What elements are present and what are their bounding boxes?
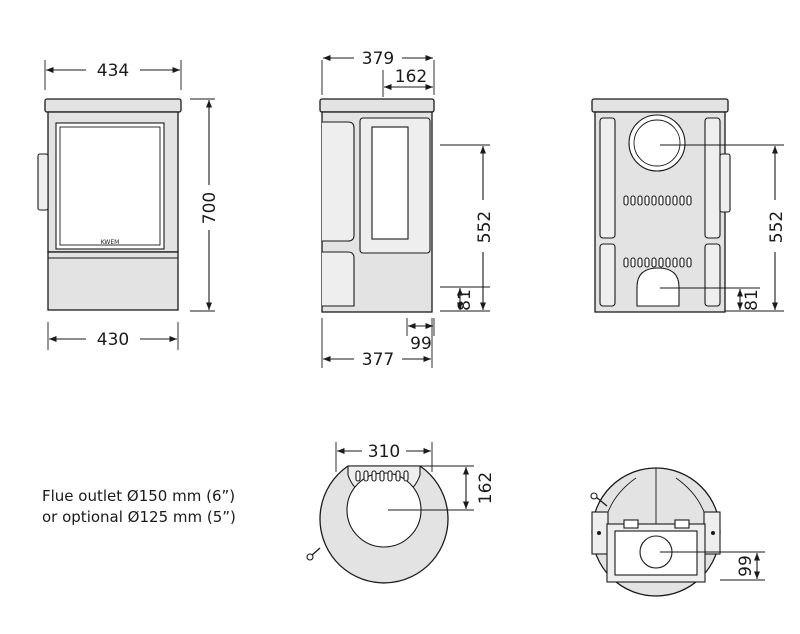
side-flue-height-label: 552	[475, 211, 495, 243]
flue-outlet-note: Flue outlet Ø150 mm (6”) or optional Ø12…	[42, 486, 236, 528]
bottom-view: 99	[590, 467, 765, 597]
top-width-label: 310	[368, 442, 400, 462]
flue-outlet-note-line1: Flue outlet Ø150 mm (6”)	[42, 487, 236, 505]
flue-outlet-note-line2: or optional Ø125 mm (5”)	[42, 508, 236, 526]
side-view: 379 162 552 81 99 377	[319, 49, 495, 370]
top-flue-offset-label: 162	[476, 472, 496, 504]
back-vent-slots-upper	[623, 195, 692, 206]
back-vent-slots-lower	[623, 257, 692, 268]
top-vent-slots	[355, 470, 409, 482]
front-view: KWEM 434 430 700	[37, 60, 220, 350]
back-flue-height-label: 552	[767, 211, 787, 243]
front-height-label: 700	[200, 192, 220, 224]
front-top-width-label: 434	[97, 61, 129, 81]
side-bottom-depth-label: 377	[362, 350, 394, 370]
front-bottom-width-label: 430	[97, 330, 129, 350]
bottom-air-offset-label: 99	[736, 555, 756, 577]
side-top-depth-label: 379	[362, 49, 394, 69]
back-air-height-label: 81	[742, 289, 762, 311]
brand-logo: KWEM	[101, 239, 120, 246]
top-view: 310 162	[306, 442, 496, 584]
side-top-offset-label: 162	[395, 67, 427, 87]
back-view: 552 81	[591, 98, 787, 313]
side-bottom-offset-label: 99	[410, 334, 432, 354]
side-air-height-label: 81	[455, 289, 475, 311]
